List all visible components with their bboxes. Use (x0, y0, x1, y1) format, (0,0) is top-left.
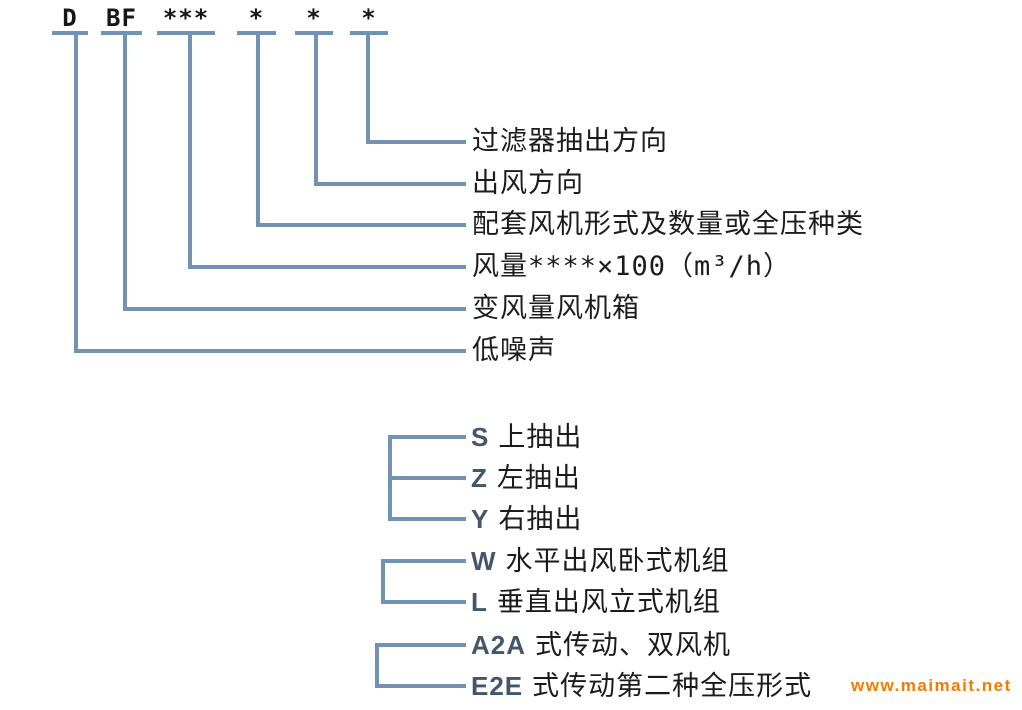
option-desc: 垂直出风立式机组 (496, 587, 721, 617)
connector-line (366, 35, 370, 144)
connector-line (314, 182, 466, 186)
option-desc: 式传动第二种全压形式 (532, 671, 813, 701)
connector-line (74, 35, 78, 353)
option-code: W (471, 546, 497, 576)
code-part-4: * (248, 4, 265, 32)
code-meaning-label: 变风量风机箱 (472, 293, 640, 324)
option-code: S (471, 422, 490, 452)
code-underline (52, 31, 88, 35)
option-desc: 右抽出 (498, 504, 583, 534)
watermark-url: www.maimait.net (851, 676, 1012, 695)
code-meaning-label: 风量****×100（m³/h） (472, 251, 792, 282)
bracket-line (383, 559, 466, 563)
code-meaning-label: 出风方向 (472, 168, 584, 199)
code-underline (350, 31, 388, 35)
connector-line (188, 35, 192, 269)
code-part-5: * (306, 4, 322, 32)
option-item: A2A 式传动、双风机 (471, 630, 731, 660)
code-part-1: D (62, 4, 78, 32)
code-meaning-label: 过滤器抽出方向 (472, 126, 668, 157)
code-meaning-label: 配套风机形式及数量或全压种类 (472, 209, 864, 240)
bracket-line (381, 559, 385, 604)
bracket-line (377, 684, 466, 688)
connector-line (256, 223, 466, 227)
option-item: Z 左抽出 (471, 463, 581, 493)
connector-line (256, 35, 260, 227)
option-code: A2A (471, 630, 527, 660)
connector-line (123, 35, 127, 311)
code-part-3: *** (162, 4, 210, 32)
connector-line (123, 307, 466, 311)
option-item: W 水平出风卧式机组 (471, 546, 730, 576)
option-item: L 垂直出风立式机组 (471, 587, 721, 617)
code-meaning-label: 低噪声 (472, 335, 556, 366)
option-code: L (471, 587, 488, 617)
bracket-line (390, 517, 466, 521)
bracket-line (375, 643, 379, 688)
code-part-6: * (361, 4, 377, 32)
option-item: E2E 式传动第二种全压形式 (471, 671, 812, 701)
bracket-line (390, 476, 466, 480)
option-desc: 左抽出 (496, 463, 581, 493)
bracket-line (390, 435, 466, 439)
option-code: Y (471, 504, 490, 534)
option-item: Y 右抽出 (471, 504, 582, 534)
bracket-line (377, 643, 466, 647)
code-underline (295, 31, 333, 35)
code-underline (157, 31, 215, 35)
connector-line (314, 35, 318, 186)
option-code: Z (471, 463, 488, 493)
option-desc: 水平出风卧式机组 (505, 546, 730, 576)
option-code: E2E (471, 671, 524, 701)
code-underline (237, 31, 276, 35)
bracket-line (383, 600, 466, 604)
option-desc: 上抽出 (498, 422, 583, 452)
code-part-2: BF (106, 4, 137, 32)
connector-line (74, 349, 466, 353)
code-underline (101, 31, 142, 35)
connector-line (366, 140, 466, 144)
option-item: S 上抽出 (471, 422, 582, 452)
connector-line (188, 265, 466, 269)
option-desc: 式传动、双风机 (535, 630, 732, 660)
